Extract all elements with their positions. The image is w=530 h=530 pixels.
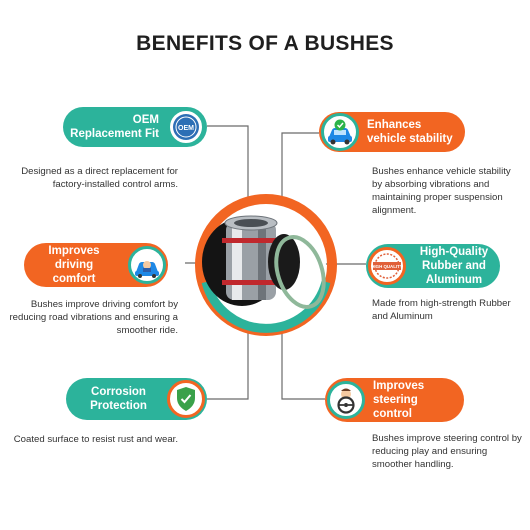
benefit-title-line: Corrosion [91, 386, 146, 398]
benefit-pill-oem-fit: OEM Replacement Fit OEM [63, 107, 207, 147]
oem-seal-icon: OEM [167, 108, 205, 146]
benefit-title: Improves driving comfort [24, 244, 128, 286]
benefit-title-line: vehicle stability [367, 133, 453, 145]
benefit-title-line: Improves [48, 245, 100, 257]
benefit-pill-vehicle-stability: Enhances vehicle stability [319, 112, 465, 152]
benefit-title-line: Replacement Fit [70, 128, 159, 140]
benefit-pill-driving-comfort: Improves driving comfort [24, 243, 168, 287]
benefit-title-line: comfort [52, 273, 96, 285]
benefit-title: Improves steering control [365, 379, 464, 421]
benefit-title-line: OEM [132, 114, 159, 126]
benefit-pill-steering-control: Improves steering control [325, 378, 464, 422]
benefit-title: High-Quality Rubber and Aluminum [406, 245, 500, 287]
benefit-title-line: Protection [90, 400, 147, 412]
benefit-pill-corrosion-protection: Corrosion Protection [66, 378, 207, 420]
benefit-description-oem-fit: Designed as a direct replacement for fac… [21, 166, 178, 190]
benefit-description-high-quality-material: Made from high-strength Rubber and Alumi… [372, 298, 511, 322]
benefit-title: OEM Replacement Fit [63, 113, 167, 141]
benefit-title: Enhances vehicle stability [359, 118, 465, 146]
benefit-title-line: control [373, 408, 412, 420]
benefit-description-vehicle-stability: Bushes enhance vehicle stability by abso… [372, 166, 511, 216]
benefit-description-corrosion-protection: Coated surface to resist rust and wear. [13, 434, 178, 445]
benefit-title: Corrosion Protection [66, 385, 167, 413]
benefit-title-line: driving [54, 259, 94, 271]
steering-driver-icon [327, 381, 365, 419]
quality-stamp-icon: HIGH QUALITY [368, 247, 406, 285]
benefit-pill-high-quality-material: HIGH QUALITY High-Quality Rubber and Alu… [366, 244, 500, 288]
oem-seal-text: OEM [178, 125, 194, 132]
bushing-illustration [195, 194, 337, 336]
benefit-description-steering-control: Bushes improve steering control by reduc… [372, 433, 522, 470]
benefit-title-line: Improves [373, 380, 425, 392]
comfortable-driver-icon [128, 246, 166, 284]
benefit-title-line: Enhances [367, 119, 422, 131]
benefit-title-line: Aluminum [425, 274, 483, 286]
shield-check-icon [167, 380, 205, 418]
quality-stamp-text: HIGH QUALITY [371, 264, 403, 269]
car-check-icon [321, 113, 359, 151]
page-title: BENEFITS OF A BUSHES [136, 32, 394, 55]
benefit-title-line: High-Quality [419, 246, 489, 258]
benefit-title-line: Rubber and [422, 260, 486, 272]
benefit-title-line: steering [373, 394, 418, 406]
benefit-description-driving-comfort: Bushes improve driving comfort by reduci… [9, 299, 178, 336]
